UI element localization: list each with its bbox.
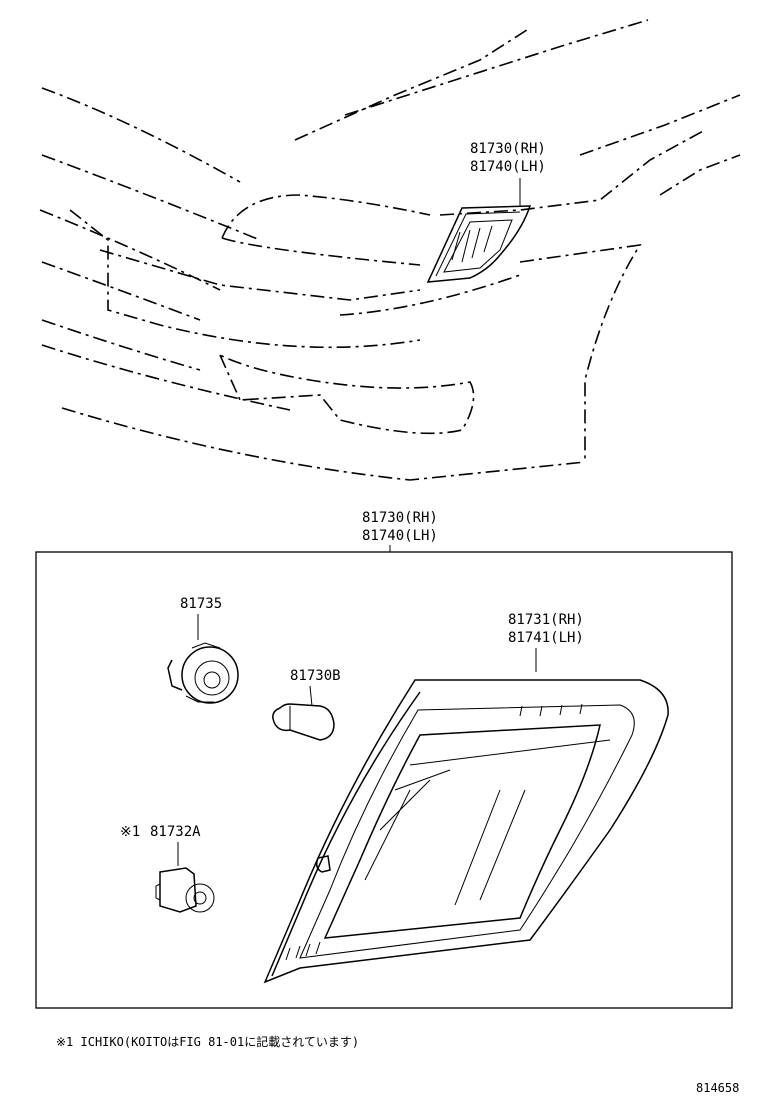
top-callout-lh: 81740(LH) (470, 159, 546, 175)
lens-part (263, 679, 669, 984)
lens-part-lh: 81741(LH) (508, 630, 584, 646)
alt-socket-mark: ※1 (120, 824, 140, 840)
socket-part-number: 81735 (180, 596, 222, 612)
top-callout-rh: 81730(RH) (470, 141, 546, 157)
car-front-outline (39, 19, 741, 481)
alt-socket-part-number: 81732A (150, 824, 201, 840)
box-callout-lh: 81740(LH) (362, 528, 438, 544)
figure-id: 814658 (696, 1081, 739, 1095)
lens-part-rh: 81731(RH) (508, 612, 584, 628)
footnote: ※1 ICHIKO(KOITOはFIG 81-01に記載されています) (56, 1034, 359, 1049)
alt-socket-part (155, 867, 215, 913)
parts-frame (35, 551, 733, 1009)
bulb-part-number: 81730B (290, 668, 341, 684)
corner-light-installed (426, 205, 532, 283)
socket-part (167, 642, 239, 704)
bulb-part (272, 703, 335, 741)
box-callout-rh: 81730(RH) (362, 510, 438, 526)
